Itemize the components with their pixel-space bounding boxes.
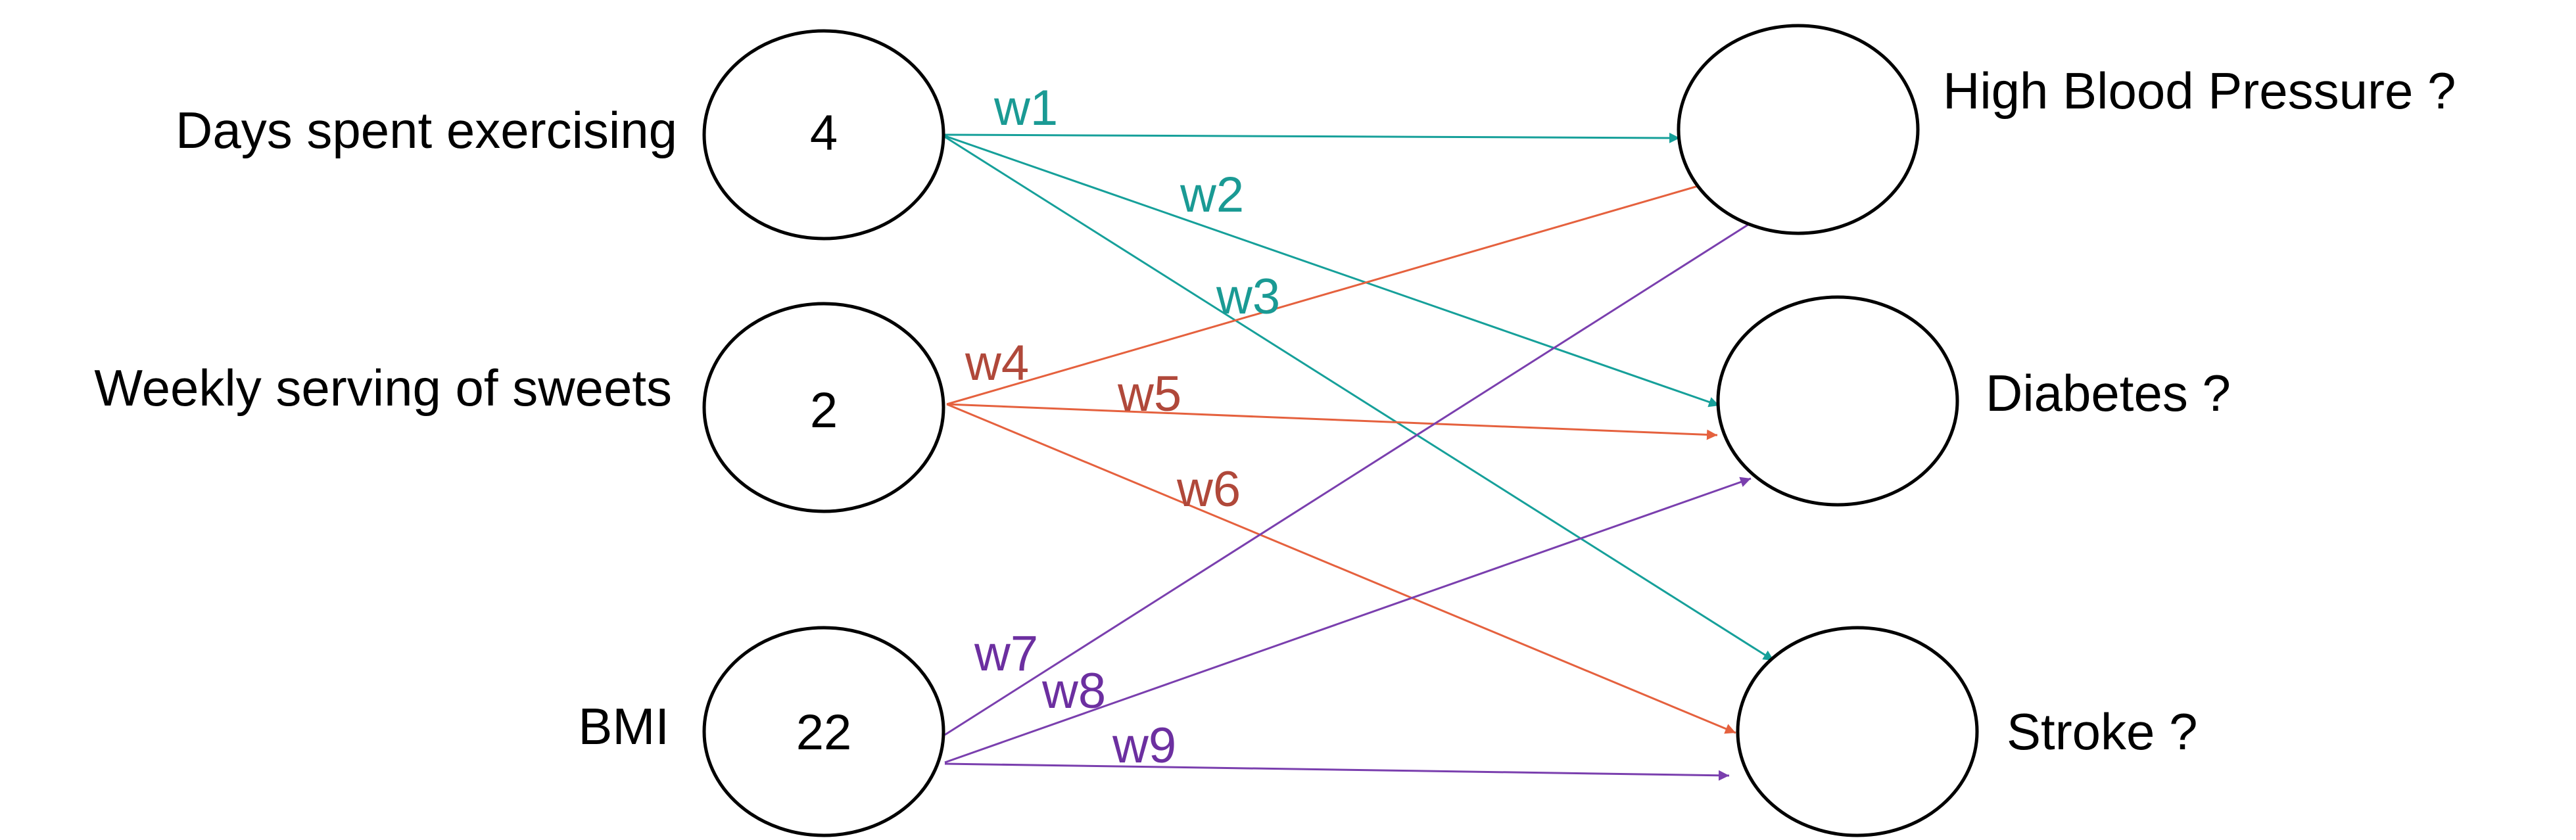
input-node-3-value: 22 xyxy=(796,705,852,760)
input-label-3: BMI xyxy=(578,697,669,755)
weight-label-w4: w4 xyxy=(965,335,1029,391)
edges-from-input-1 xyxy=(941,132,1775,662)
input-label-1: Days spent exercising xyxy=(176,101,677,159)
edge-w7 xyxy=(944,210,1769,736)
input-node-1-circle xyxy=(702,29,945,241)
weight-label-w8: w8 xyxy=(1041,663,1106,719)
input-node-1: 4 xyxy=(702,29,945,241)
edge-w2 xyxy=(941,133,1720,408)
input-node-1-value: 4 xyxy=(810,105,838,161)
weight-label-w2: w2 xyxy=(1180,167,1244,223)
input-node-3-circle xyxy=(702,626,945,837)
edge-w4 xyxy=(946,180,1710,406)
edge-w1 xyxy=(941,132,1681,143)
edges-from-input-2 xyxy=(946,180,1736,734)
weight-label-w5: w5 xyxy=(1117,366,1181,422)
weight-label-w6: w6 xyxy=(1176,461,1241,517)
input-label-2: Weekly serving of sweets xyxy=(94,359,672,417)
edge-w5 xyxy=(946,403,1718,440)
output-label-1: High Blood Pressure ? xyxy=(1943,62,2456,120)
edge-w9 xyxy=(944,762,1730,781)
input-node-3: 22 xyxy=(702,626,945,837)
output-node-1 xyxy=(1677,24,1920,235)
weight-label-w7: w7 xyxy=(974,626,1038,682)
output-label-3: Stroke ? xyxy=(2007,703,2197,760)
weight-label-w3: w3 xyxy=(1216,269,1280,325)
output-node-3 xyxy=(1736,626,1979,837)
output-label-2: Diabetes ? xyxy=(1986,364,2231,422)
output-node-2 xyxy=(1716,295,1959,507)
input-node-2-value: 2 xyxy=(810,383,838,438)
edge-w3 xyxy=(941,133,1775,662)
weight-label-w9: w9 xyxy=(1112,718,1176,774)
input-node-2-circle xyxy=(702,302,945,513)
edges-from-input-3 xyxy=(944,210,1769,781)
weight-label-w1: w1 xyxy=(993,80,1058,136)
edge-w6 xyxy=(946,403,1736,734)
edge-w8 xyxy=(944,477,1752,764)
input-node-2: 2 xyxy=(702,302,945,513)
